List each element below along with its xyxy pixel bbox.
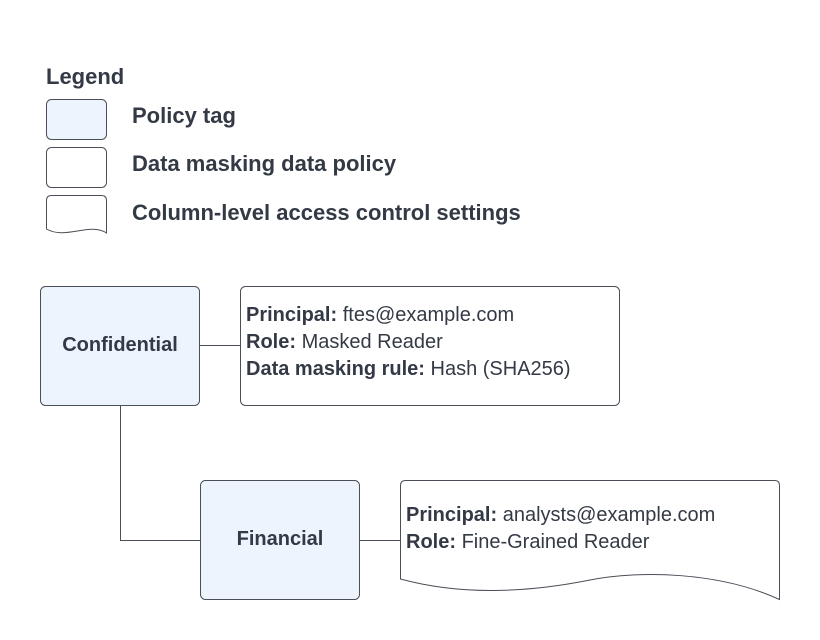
- policy-key: Data masking rule:: [246, 358, 425, 380]
- legend-label-data-policy: Data masking data policy: [132, 151, 397, 176]
- policy-tag-confidential: [40, 286, 200, 406]
- policy-value: Masked Reader: [301, 331, 443, 353]
- policy-tag-label-confidential: Confidential: [62, 334, 178, 356]
- policy-line-masking-rule: Data masking rule: Hash (SHA256): [246, 356, 571, 383]
- legend-label-access-settings: Column-level access control settings: [132, 200, 521, 225]
- legend-swatch-access-settings: [46, 195, 107, 234]
- policy-key: Principal:: [246, 304, 338, 326]
- policy-key: Role:: [246, 331, 296, 353]
- settings-line-principal: Principal: analysts@example.com: [406, 502, 715, 529]
- settings-value: Fine-Grained Reader: [461, 531, 650, 553]
- policy-line-principal: Principal: ftes@example.com: [246, 302, 571, 329]
- policy-line-role: Role: Masked Reader: [246, 329, 571, 356]
- policy-tag-label-financial: Financial: [236, 528, 324, 550]
- policy-tag-financial: [200, 480, 360, 600]
- legend-label-policy-tag: Policy tag: [132, 103, 236, 128]
- connector-confidential-financial: [120, 406, 200, 541]
- access-settings-box-financial: [400, 480, 780, 601]
- settings-line-role: Role: Fine-Grained Reader: [406, 529, 715, 556]
- data-policy-details-confidential: Principal: ftes@example.com Role: Masked…: [246, 302, 571, 383]
- policy-value: ftes@example.com: [342, 304, 515, 326]
- settings-value: analysts@example.com: [502, 504, 716, 526]
- settings-key: Role:: [406, 531, 456, 553]
- access-settings-details-financial: Principal: analysts@example.com Role: Fi…: [406, 502, 715, 556]
- legend-swatch-data-policy: [46, 147, 107, 188]
- legend-title: Legend: [46, 64, 125, 89]
- data-policy-box-confidential: [240, 286, 620, 406]
- settings-key: Principal:: [406, 504, 498, 526]
- legend-swatch-policy-tag: [46, 99, 107, 140]
- policy-value: Hash (SHA256): [430, 358, 571, 380]
